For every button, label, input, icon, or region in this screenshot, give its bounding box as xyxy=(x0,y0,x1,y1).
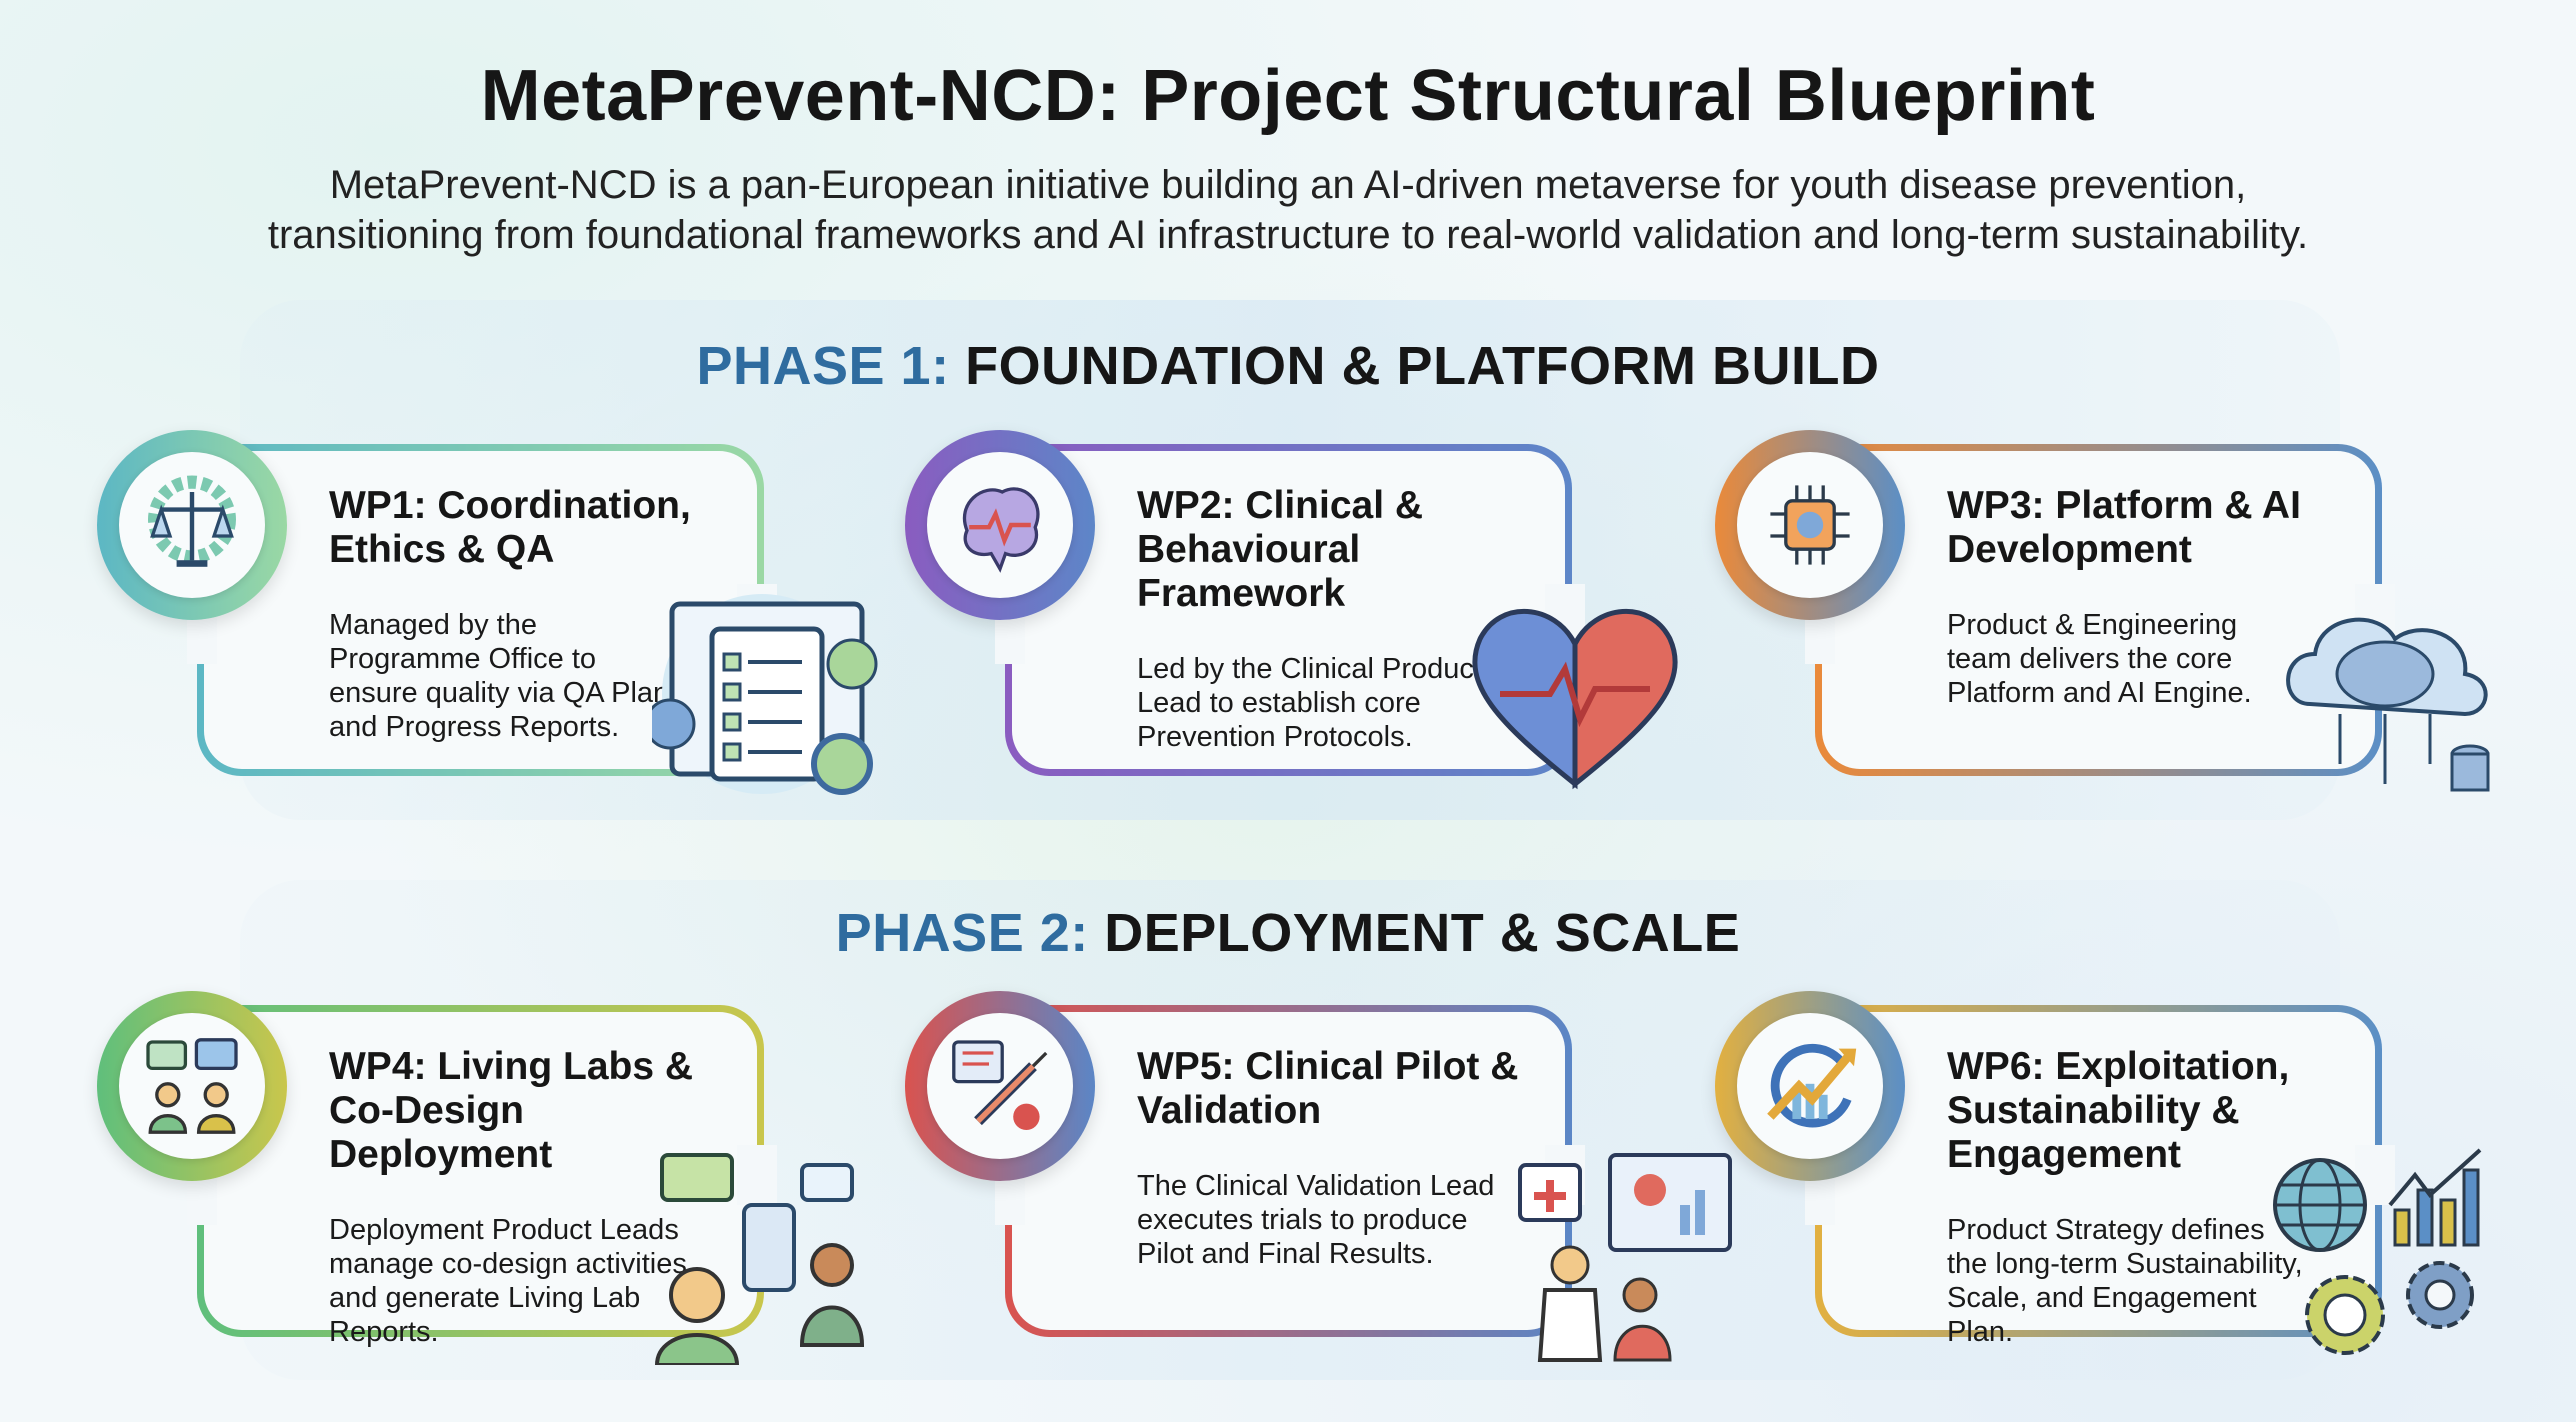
phase-name: DEPLOYMENT & SCALE xyxy=(1104,903,1741,963)
card-description: Led by the Clinical Product Lead to esta… xyxy=(1137,653,1482,753)
phase-2-heading: PHASE 2: DEPLOYMENT & SCALE xyxy=(0,902,2576,964)
brain-heartbeat-icon xyxy=(927,452,1073,598)
card-body xyxy=(1012,451,1565,769)
ai-chip-brain-icon xyxy=(1737,452,1883,598)
card-description: The Clinical Validation Lead executes tr… xyxy=(1137,1170,1495,1270)
card-icon-badge xyxy=(97,430,287,620)
checklist-clipboard-icon xyxy=(644,584,902,814)
phase-1-heading: PHASE 1: FOUNDATION & PLATFORM BUILD xyxy=(0,335,2576,397)
codesign-people-icon xyxy=(652,1145,902,1375)
work-package-card-1: WP1: Coordination, Ethics & QA Managed by… xyxy=(97,430,878,795)
phase-name: FOUNDATION & PLATFORM BUILD xyxy=(965,336,1880,396)
card-title: WP4: Living Labs & Co-Design Deployment xyxy=(329,1045,694,1176)
growth-arrow-icon xyxy=(1737,1013,1883,1159)
phase-label: PHASE 1: xyxy=(696,336,950,396)
card-icon-badge xyxy=(1715,991,1905,1181)
card-description: Product & Engineering team delivers the … xyxy=(1947,609,2252,709)
card-description: Product Strategy defines the long-term S… xyxy=(1947,1214,2303,1348)
card-body xyxy=(1012,1012,1565,1330)
subtitle-line: MetaPrevent-NCD is a pan-European initia… xyxy=(329,163,2247,207)
cloud-brain-icon xyxy=(2270,584,2520,814)
card-title: WP1: Coordination, Ethics & QA xyxy=(329,484,691,571)
card-icon-badge xyxy=(905,430,1095,620)
card-title: WP5: Clinical Pilot & Validation xyxy=(1137,1045,1519,1132)
card-body xyxy=(1822,1012,2375,1330)
phase-label: PHASE 2: xyxy=(835,903,1089,963)
card-icon-badge xyxy=(1715,430,1905,620)
globe-chart-gears-icon xyxy=(2270,1145,2520,1375)
clinic-monitor-icon xyxy=(1510,1145,1760,1375)
card-title: WP3: Platform & AI Development xyxy=(1947,484,2301,571)
card-description: Managed by the Programme Office to ensur… xyxy=(329,609,684,743)
syringe-chart-icon xyxy=(927,1013,1073,1159)
card-body xyxy=(1822,451,2375,769)
card-title: WP2: Clinical & Behavioural Framework xyxy=(1137,484,1424,615)
card-icon-badge xyxy=(97,991,287,1181)
heart-icon xyxy=(1460,584,1710,814)
page-subtitle: MetaPrevent-NCD is a pan-European initia… xyxy=(0,160,2576,260)
work-package-card-6: WP6: Exploitation, Sustainability & Enga… xyxy=(1715,991,2482,1355)
card-description: Deployment Product Leads manage co-desig… xyxy=(329,1214,687,1348)
people-chat-icon xyxy=(119,1013,265,1159)
card-title: WP6: Exploitation, Sustainability & Enga… xyxy=(1947,1045,2290,1176)
page-title: MetaPrevent-NCD: Project Structural Blue… xyxy=(480,56,2096,136)
scales-gear-icon xyxy=(119,452,265,598)
subtitle-line: transitioning from foundational framewor… xyxy=(267,213,2309,257)
card-icon-badge xyxy=(905,991,1095,1181)
